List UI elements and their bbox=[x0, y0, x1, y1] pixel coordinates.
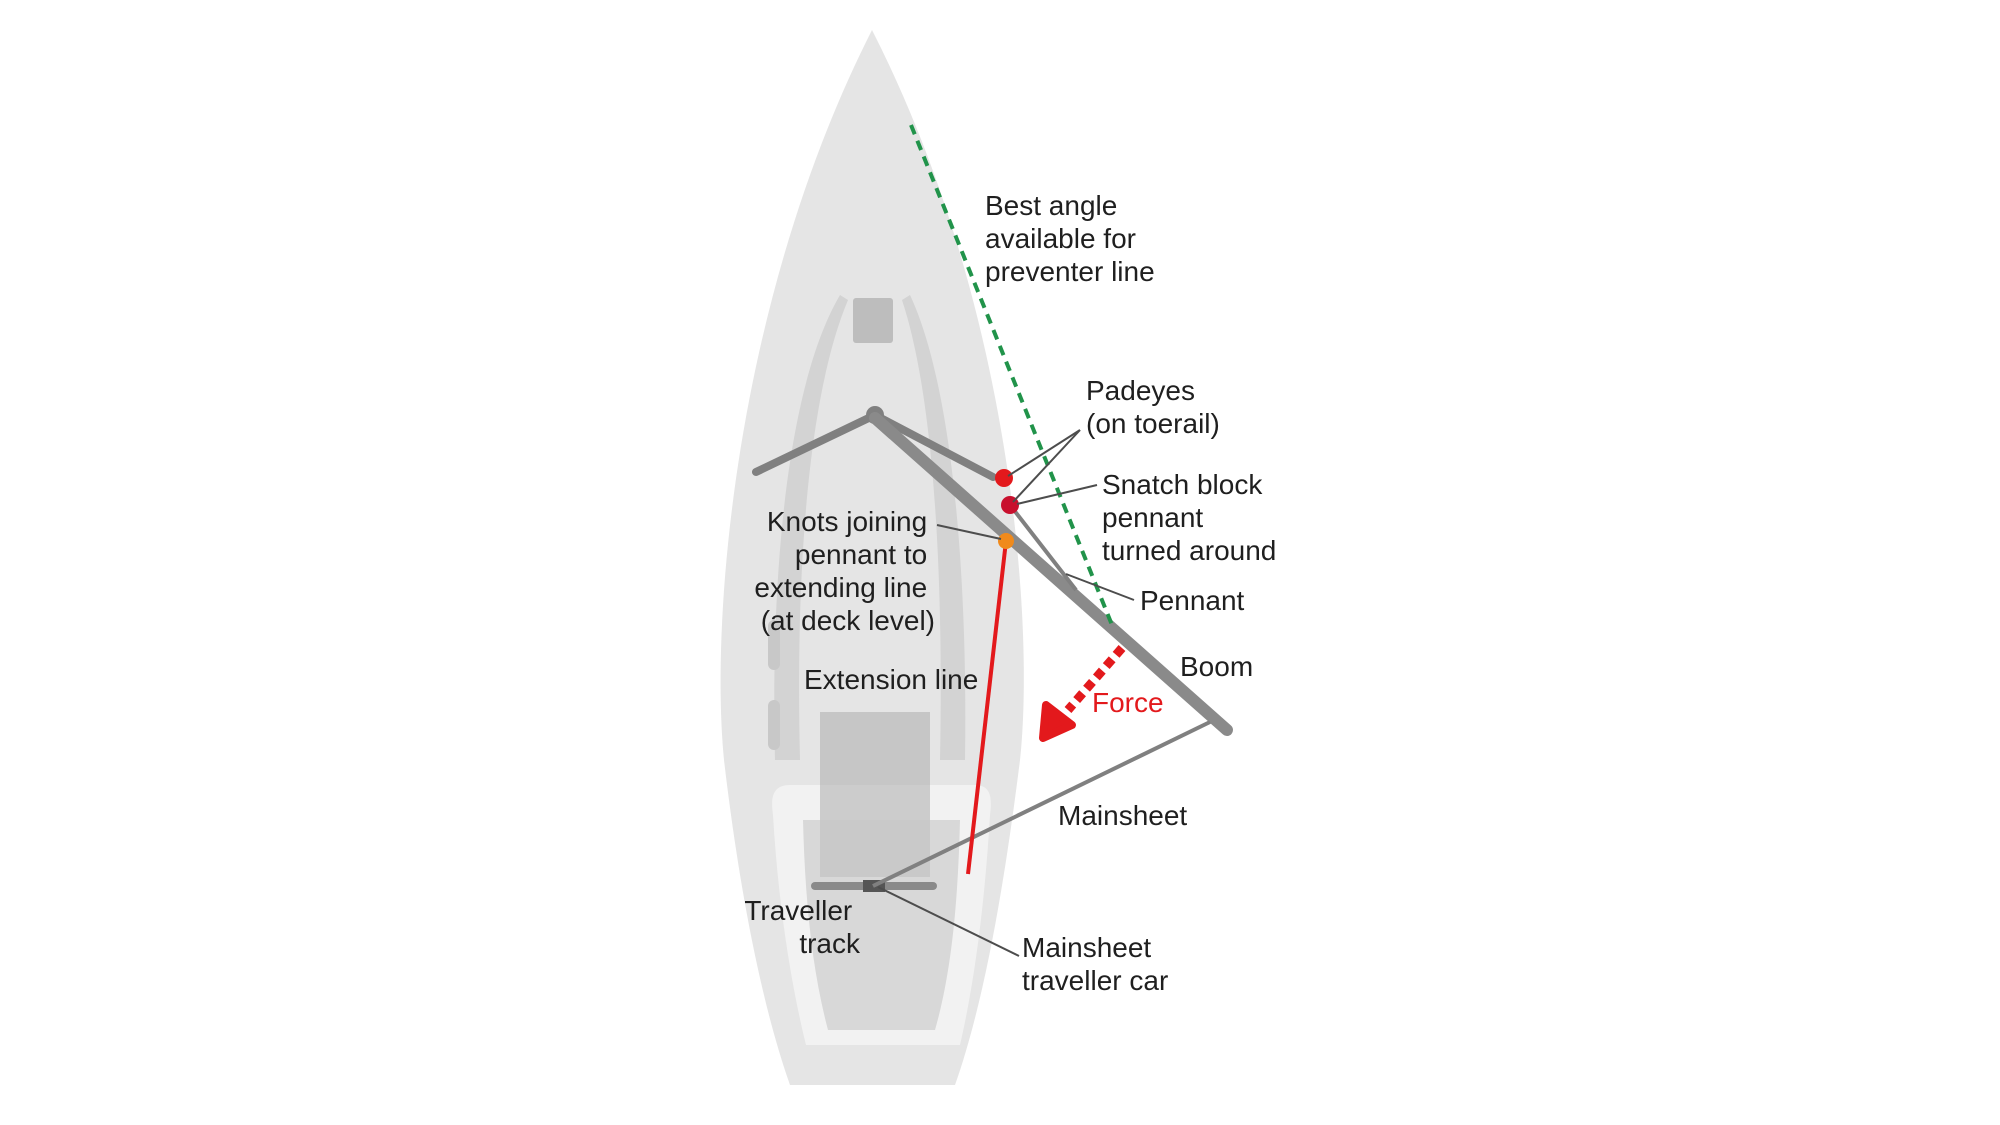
label-traveller-track: Traveller track bbox=[744, 895, 861, 959]
label-knots: Knots joining pennant to extending line … bbox=[754, 506, 935, 636]
label-padeyes: Padeyes (on toerail) bbox=[1086, 375, 1220, 439]
shroud-starboard bbox=[871, 411, 997, 481]
knot-marker bbox=[998, 533, 1014, 549]
label-boom: Boom bbox=[1180, 651, 1253, 682]
label-pennant: Pennant bbox=[1140, 585, 1245, 616]
forward-hatch bbox=[853, 298, 893, 343]
label-mainsheet: Mainsheet bbox=[1058, 800, 1187, 831]
force-arrow-head bbox=[1039, 701, 1076, 742]
boom bbox=[869, 412, 1233, 736]
shroud-port bbox=[752, 411, 879, 476]
leader-pennant bbox=[1065, 573, 1135, 601]
cockpit-cabin-overlap bbox=[820, 785, 930, 877]
toerail-slot-left-2 bbox=[768, 700, 780, 750]
mainsheet-line bbox=[872, 720, 1211, 888]
extension-line bbox=[966, 540, 1008, 875]
pennant-line bbox=[1008, 503, 1078, 592]
preventer-best-angle-line bbox=[909, 124, 1114, 626]
label-extension-line: Extension line bbox=[804, 664, 978, 695]
leader-padeyes-1 bbox=[1007, 429, 1081, 477]
label-mainsheet-traveller-car: Mainsheet traveller car bbox=[1022, 932, 1168, 996]
deck-recess-left bbox=[774, 295, 848, 760]
leader-padeyes-2 bbox=[1012, 429, 1081, 503]
leader-knots bbox=[936, 524, 1002, 540]
label-snatch-block: Snatch block pennant turned around bbox=[1102, 469, 1276, 566]
label-best-angle: Best angle available for preventer line bbox=[985, 190, 1155, 287]
force-arrow-shaft bbox=[1064, 645, 1126, 713]
leader-mainsheet-car bbox=[877, 886, 1020, 957]
deck-recess-right bbox=[902, 295, 966, 760]
leader-snatch-block bbox=[1016, 484, 1098, 505]
toerail-slot-left-1 bbox=[768, 620, 780, 670]
label-force: Force bbox=[1092, 687, 1164, 718]
padeye-forward bbox=[995, 469, 1013, 487]
